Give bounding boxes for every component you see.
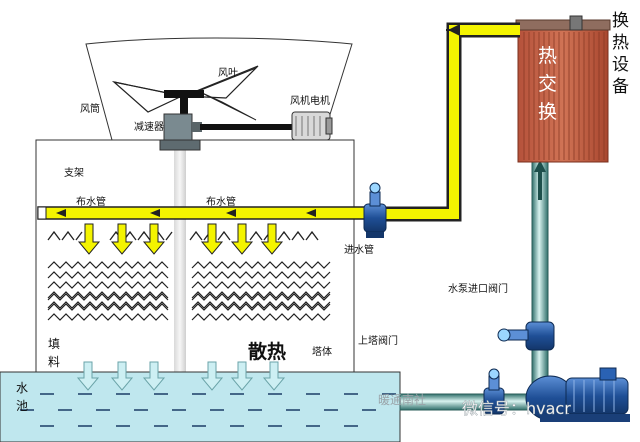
pump-inlet-valve-icon <box>483 368 505 415</box>
label-heat-exchanger-2: 交 <box>538 73 557 95</box>
label-distribution-pipe-left: 布水管 <box>76 195 106 208</box>
label-exchanger-device-1: 换 <box>612 11 629 31</box>
heat-exchanger <box>515 15 611 163</box>
fan-shaft <box>174 150 186 372</box>
label-inlet-pipe: 进水管 <box>344 243 374 256</box>
water-pump-icon <box>525 367 630 422</box>
label-basin-2: 池 <box>16 399 28 413</box>
motor-shaft <box>200 124 292 130</box>
watermark-name: 暖通南社 <box>378 392 426 407</box>
label-exchanger-device-4: 备 <box>612 77 629 97</box>
label-fan-motor: 风机电机 <box>290 94 330 107</box>
label-fan-blade: 风叶 <box>218 67 238 79</box>
flow-arrows-left <box>56 209 316 217</box>
label-exchanger-device-2: 热 <box>612 33 629 53</box>
watermark-wechat: 微信号：hvacr <box>462 399 571 418</box>
fan-motor-icon <box>291 111 333 141</box>
fill-media <box>47 261 331 321</box>
basin-arrows <box>76 361 286 391</box>
water-basin <box>0 371 401 442</box>
reducer-icon <box>159 113 202 151</box>
label-heat-exchanger-3: 换 <box>538 101 557 123</box>
label-tower-body: 塔体 <box>312 345 332 358</box>
label-basin-1: 水 <box>16 381 28 395</box>
up-arrow-icon <box>534 160 546 172</box>
label-heat-dissipation: 散热 <box>248 340 286 363</box>
water-surface-dashes <box>20 393 396 427</box>
label-bracket: 支架 <box>64 167 84 179</box>
water-drop-arrows <box>77 223 284 255</box>
distribution-pipe <box>37 206 373 220</box>
fan-drive-shaft <box>180 90 188 126</box>
label-pump-inlet-valve: 水泵进口阀门 <box>448 282 508 295</box>
label-tower-valve: 上塔阀门 <box>358 334 398 347</box>
label-fill-1: 填 <box>48 337 60 351</box>
label-distribution-pipe-right: 布水管 <box>206 195 236 208</box>
inlet-valve-icon <box>363 182 387 238</box>
label-heat-exchanger-1: 热 <box>538 45 557 67</box>
label-fan-cylinder: 风筒 <box>80 102 100 115</box>
label-fill-2: 料 <box>48 355 60 369</box>
tower-body <box>35 139 355 373</box>
tower-valve-icon <box>497 321 555 351</box>
label-reducer: 减速器 <box>134 121 164 133</box>
label-exchanger-device-3: 设 <box>612 55 629 75</box>
